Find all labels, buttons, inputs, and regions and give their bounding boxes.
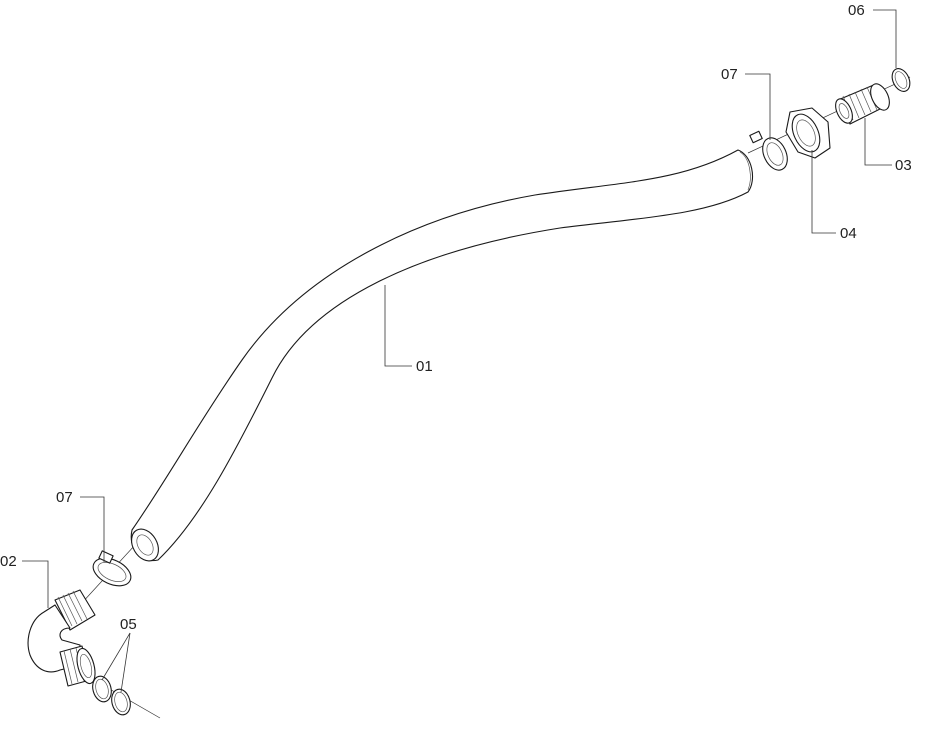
leader-06 xyxy=(873,9,897,68)
hose-part-01 xyxy=(130,149,754,562)
callout-03: 03 xyxy=(895,157,912,174)
callout-05: 05 xyxy=(120,616,137,633)
callout-07-bottom: 07 xyxy=(56,489,73,506)
hose-clamp-top-part-07 xyxy=(749,130,788,171)
hose-clamp-bottom-part-07 xyxy=(92,550,132,587)
o-ring-top-part-06 xyxy=(891,68,911,92)
leader-05a xyxy=(101,632,131,681)
callout-04: 04 xyxy=(840,225,857,242)
leader-07-top xyxy=(745,73,771,140)
callout-01: 01 xyxy=(416,358,433,375)
leader-03 xyxy=(864,118,892,166)
elbow-fitting-part-02 xyxy=(27,589,96,687)
leader-07-bottom xyxy=(80,496,105,562)
callout-labels: 01 02 03 04 05 06 07 07 xyxy=(0,2,912,633)
leader-01 xyxy=(384,285,412,367)
threaded-fitting-part-03 xyxy=(835,83,890,125)
o-rings-bottom-part-05 xyxy=(92,675,131,716)
leader-04 xyxy=(811,150,836,234)
leader-02 xyxy=(22,560,49,608)
callout-06: 06 xyxy=(848,2,865,19)
leader-lines xyxy=(22,9,897,693)
leader-05b xyxy=(120,632,131,693)
callout-07-top: 07 xyxy=(721,66,738,83)
assembly-axis-lines xyxy=(79,76,911,719)
union-nut-part-04 xyxy=(785,107,831,159)
callout-02: 02 xyxy=(0,553,17,570)
